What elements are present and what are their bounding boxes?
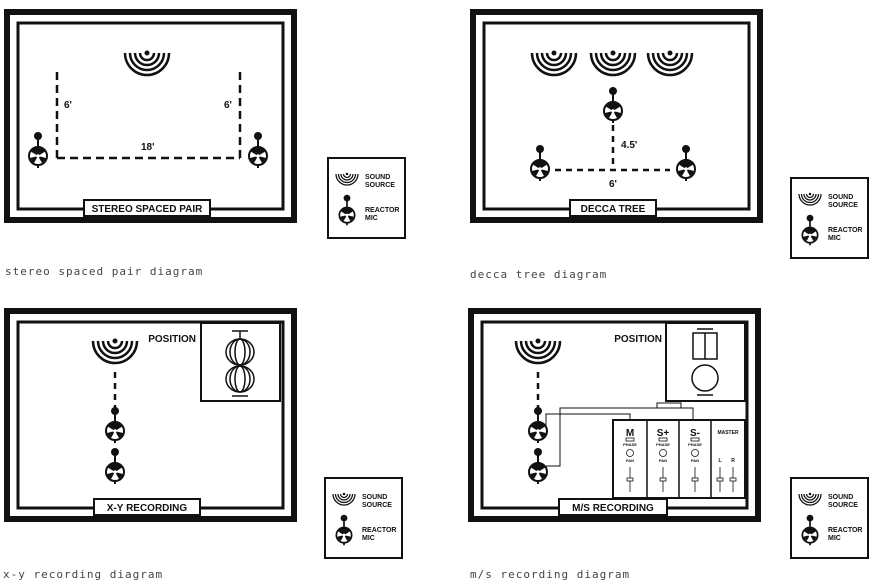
diagram-title: DECCA TREE <box>581 204 646 215</box>
mixer-channel-m: M PHASE PAN <box>623 428 637 492</box>
diagram-caption: decca tree diagram <box>470 268 607 281</box>
legend: SOUND SOURCE REACTOR MIC <box>790 477 869 559</box>
mixer-master: MASTER L R <box>716 430 739 492</box>
panel-ms-recording: POSITION M PHASE PAN <box>470 311 758 581</box>
dim-depth: 4.5' <box>621 140 637 151</box>
legend-reactor: REACTOR <box>828 227 862 234</box>
phase-label: PHASE <box>656 442 670 447</box>
legend-sound: SOUND <box>828 194 853 201</box>
legend-mic: MIC <box>828 235 841 242</box>
master-label: MASTER <box>717 430 739 436</box>
diagram-caption: m/s recording diagram <box>470 568 630 581</box>
mixer: M PHASE PAN S+ PHASE PAN S- PHASE PA <box>612 419 746 499</box>
position-label: POSITION <box>614 334 662 345</box>
legend-reactor: REACTOR <box>362 527 396 534</box>
legend-source: SOURCE <box>365 182 395 189</box>
legend-reactor: REACTOR <box>828 527 862 534</box>
fader[interactable] <box>659 477 667 482</box>
left-label: L <box>718 458 721 464</box>
diagram-title: X-Y RECORDING <box>107 503 188 514</box>
legend-sound: SOUND <box>362 494 387 501</box>
phase-label: PHASE <box>623 442 637 447</box>
pan-label: PAN <box>691 458 699 463</box>
legend: SOUND SOURCE REACTOR MIC <box>324 477 403 559</box>
legend-source: SOURCE <box>828 502 858 509</box>
diagram-caption: x-y recording diagram <box>3 568 163 581</box>
phase-button[interactable] <box>658 437 668 442</box>
diagram-title: STEREO SPACED PAIR <box>92 204 204 215</box>
fader[interactable] <box>716 477 724 482</box>
panel-xy-recording: POSITION X-Y RECORDING x-y recording dia… <box>3 311 294 581</box>
legend-sound: SOUND <box>365 174 390 181</box>
fader[interactable] <box>691 477 699 482</box>
mixer-channel-s-plus: S+ PHASE PAN <box>656 428 670 492</box>
channel-label: M <box>626 428 634 439</box>
dim-left: 6' <box>64 100 72 111</box>
dim-right: 6' <box>224 100 232 111</box>
legend-mic: MIC <box>362 535 375 542</box>
pan-knob[interactable] <box>691 449 699 457</box>
dim-spacing: 6' <box>609 179 617 190</box>
phase-button[interactable] <box>690 437 700 442</box>
legend-source: SOURCE <box>362 502 392 509</box>
pan-label: PAN <box>626 458 634 463</box>
legend-sound: SOUND <box>828 494 853 501</box>
xy-position-icon <box>225 330 255 397</box>
pan-knob[interactable] <box>626 449 634 457</box>
panel-decca-tree: 4.5' 6' DECCA TREE decca tree diagram <box>470 12 760 281</box>
diagram-caption: stereo spaced pair diagram <box>5 265 203 278</box>
fader[interactable] <box>729 477 737 482</box>
legend-reactor: REACTOR <box>365 207 399 214</box>
pan-label: PAN <box>659 458 667 463</box>
legend: SOUND SOURCE REACTOR MIC <box>327 157 406 239</box>
ms-position-icon <box>691 328 719 396</box>
position-label: POSITION <box>148 334 196 345</box>
legend-mic: MIC <box>365 215 378 222</box>
channel-label: S- <box>690 428 700 439</box>
fader[interactable] <box>626 477 634 482</box>
dim-spacing: 18' <box>141 142 155 153</box>
panel-stereo-spaced-pair: 6' 6' 18' STEREO SPACED PAIR stereo spac… <box>5 12 294 278</box>
diagram-title: M/S RECORDING <box>572 503 654 514</box>
legend-mic: MIC <box>828 535 841 542</box>
right-label: R <box>731 458 735 464</box>
phase-label: PHASE <box>688 442 702 447</box>
pan-knob[interactable] <box>659 449 667 457</box>
mixer-channel-s-minus: S- PHASE PAN <box>688 428 702 492</box>
channel-label: S+ <box>657 428 670 439</box>
legend-source: SOURCE <box>828 202 858 209</box>
legend: SOUND SOURCE REACTOR MIC <box>790 177 869 259</box>
phase-button[interactable] <box>625 437 635 442</box>
